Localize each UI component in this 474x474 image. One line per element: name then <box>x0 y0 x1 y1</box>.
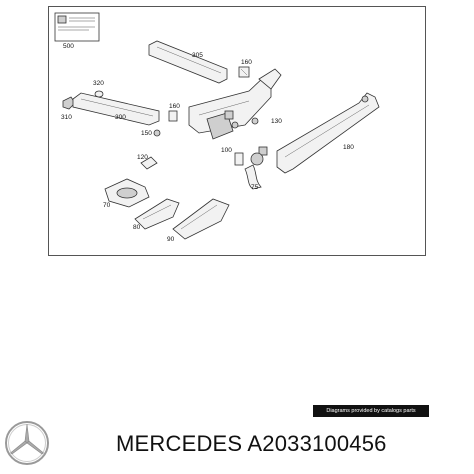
diagram-credit: Diagrams provided by catalogs parts <box>313 405 429 417</box>
part-80 <box>134 198 180 230</box>
callout-150: 150 <box>141 130 152 137</box>
part-150 <box>153 129 161 137</box>
callout-500: 500 <box>63 43 74 50</box>
part-160-lower <box>168 110 178 122</box>
callout-300: 300 <box>115 114 126 121</box>
callout-305: 305 <box>192 52 203 59</box>
callout-130: 130 <box>271 118 282 125</box>
part-305 <box>148 40 228 84</box>
part-310 <box>62 96 76 110</box>
part-75 <box>140 156 158 170</box>
mercedes-star-icon <box>5 421 49 465</box>
part-180 <box>276 92 380 174</box>
part-120 <box>244 152 264 190</box>
callout-100: 100 <box>221 147 232 154</box>
callout-320: 320 <box>93 80 104 87</box>
callout-180: 180 <box>343 144 354 151</box>
callout-75: 120 <box>137 154 148 161</box>
tow-hitch-assembly <box>188 68 282 140</box>
callout-160-top: 160 <box>241 59 252 66</box>
callout-90: 90 <box>167 236 175 243</box>
part-160-top <box>238 66 250 78</box>
callout-160-lower: 160 <box>169 103 180 110</box>
callout-120: 75 <box>251 184 259 191</box>
part-90 <box>172 198 230 240</box>
part-130 <box>258 146 268 156</box>
callout-70: 70 <box>103 202 111 209</box>
diagram-drawing: 500 305 160 320 310 300 <box>54 12 380 243</box>
part-300 <box>72 92 160 126</box>
brand-part-number: MERCEDES A2033100456 <box>116 431 387 456</box>
part-70 <box>104 178 150 208</box>
part-500-label-box <box>54 12 100 42</box>
callout-80: 80 <box>133 224 141 231</box>
part-100 <box>234 152 244 166</box>
parts-diagram: 500 305 160 320 310 300 <box>48 6 426 256</box>
callout-310: 310 <box>61 114 72 121</box>
